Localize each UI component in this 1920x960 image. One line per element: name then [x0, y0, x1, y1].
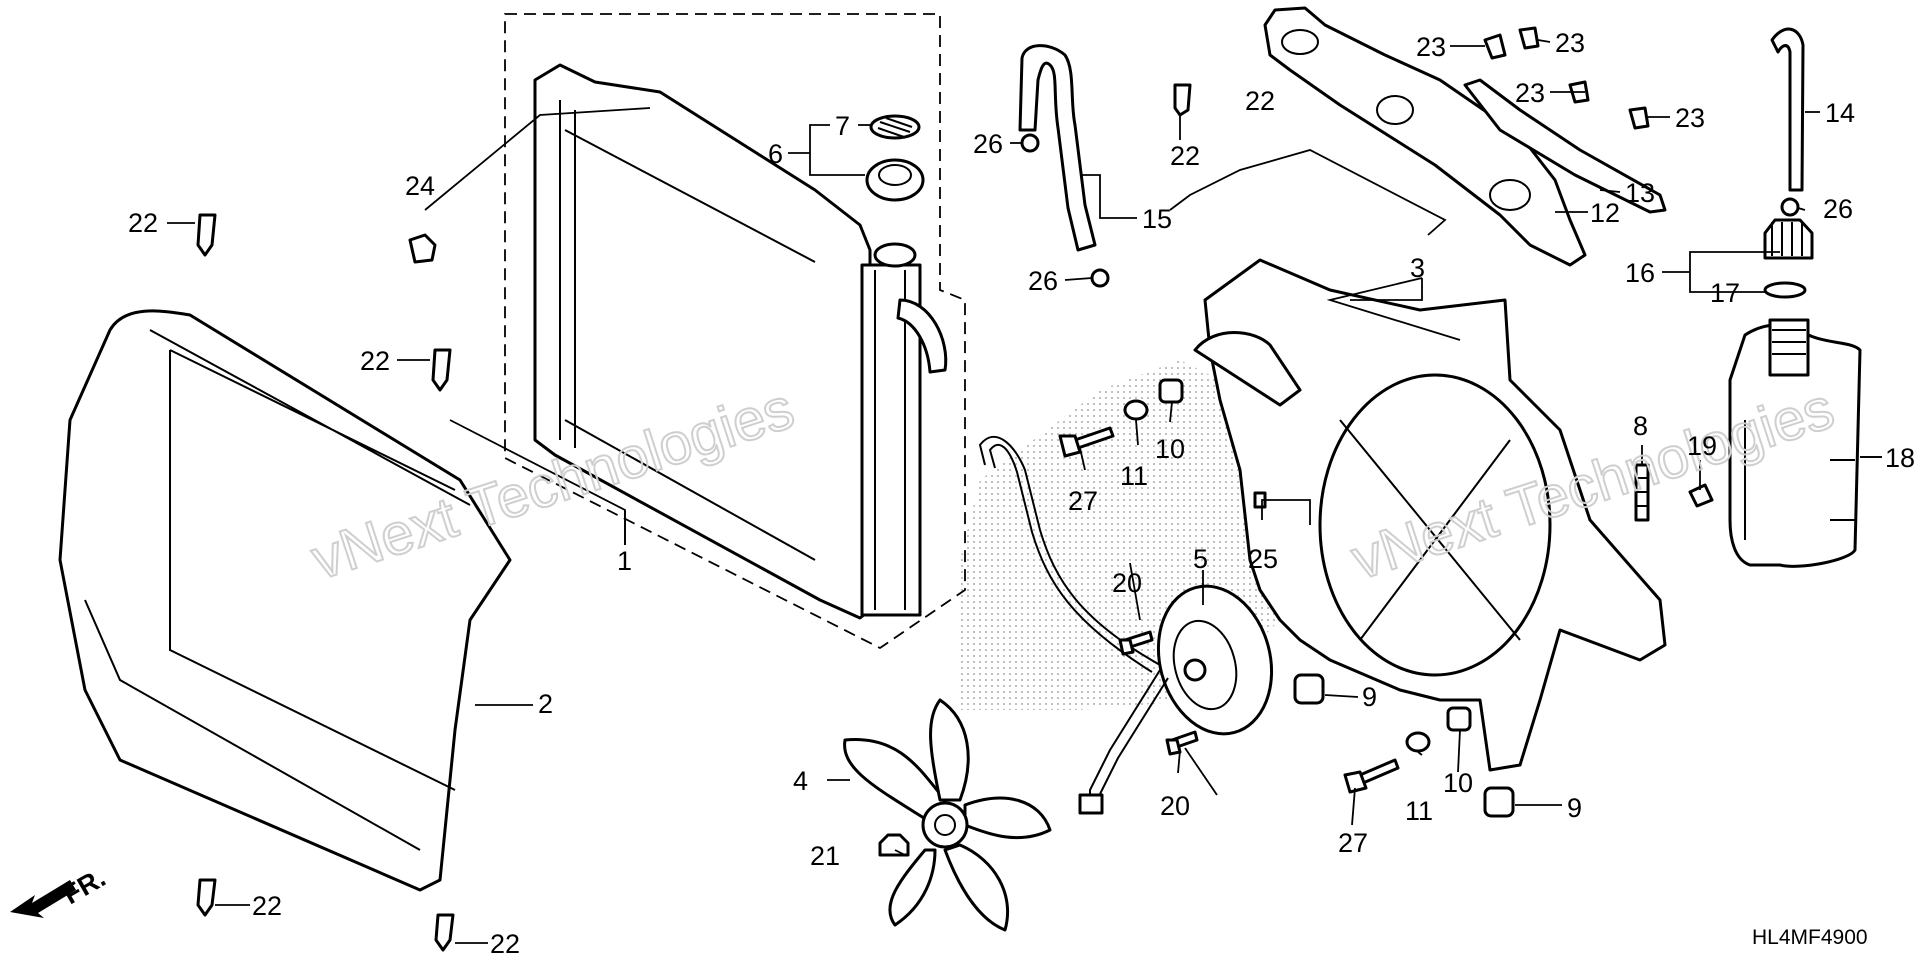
callout-21: 21: [810, 841, 840, 871]
reserve-tank-cap[interactable]: [1763, 218, 1814, 260]
front-label: FR.: [58, 862, 111, 910]
callout-23c: 23: [1515, 78, 1545, 108]
radiator-shroud[interactable]: [58, 309, 512, 892]
callout-22e: 22: [490, 929, 520, 959]
callout-1: 1: [617, 546, 632, 576]
callout-27b: 27: [1338, 828, 1368, 858]
small-fasteners: [196, 26, 1800, 952]
callout-6: 6: [768, 139, 783, 169]
radiator-guard[interactable]: [1263, 6, 1587, 267]
cap-gasket[interactable]: [869, 114, 921, 140]
callout-22f: 22: [1245, 86, 1275, 116]
callout-26b: 26: [1028, 266, 1058, 296]
callout-22c: 22: [1170, 141, 1200, 171]
leader-lines: [167, 39, 1882, 944]
callout-23b: 23: [1555, 28, 1585, 58]
callout-7: 7: [835, 111, 850, 141]
breather-tube[interactable]: [1018, 44, 1097, 252]
callout-22b: 22: [360, 346, 390, 376]
fan-motor-wire: [978, 436, 1161, 666]
callout-5: 5: [1193, 544, 1208, 574]
callout-11a: 11: [1120, 461, 1148, 491]
reserve-tank[interactable]: [1728, 318, 1862, 568]
callout-9b: 9: [1567, 793, 1582, 823]
callout-18: 18: [1885, 443, 1915, 473]
callout-labels: 1 2 3 4 5 6 7 8 9 9 10 10 11 11 12 13 14…: [128, 28, 1915, 959]
callout-10b: 10: [1443, 768, 1473, 798]
diagram-code: HL4MF4900: [1752, 926, 1868, 949]
callout-15: 15: [1142, 204, 1172, 234]
callout-26a: 26: [973, 129, 1003, 159]
callout-26c: 26: [1823, 194, 1853, 224]
front-arrow: FR.: [10, 862, 111, 918]
callout-23a: 23: [1416, 32, 1446, 62]
callout-4: 4: [793, 766, 808, 796]
callout-20a: 20: [1112, 568, 1142, 598]
callout-8: 8: [1633, 411, 1648, 441]
callout-3: 3: [1410, 253, 1425, 283]
fan-motor[interactable]: [1078, 573, 1288, 815]
callout-27a: 27: [1068, 486, 1098, 516]
callout-22a: 22: [128, 208, 158, 238]
radiator-bracket[interactable]: [1463, 78, 1667, 214]
radiator-assembly-outline: [504, 13, 966, 650]
callout-19: 19: [1687, 431, 1717, 461]
callout-22d: 22: [252, 891, 282, 921]
callout-16: 16: [1625, 258, 1655, 288]
callout-25: 25: [1248, 544, 1278, 574]
callout-12: 12: [1590, 198, 1620, 228]
overflow-tube[interactable]: [1770, 27, 1805, 192]
callout-17: 17: [1710, 278, 1740, 308]
radiator[interactable]: [533, 63, 948, 620]
callout-13: 13: [1625, 178, 1655, 208]
callout-23d: 23: [1675, 103, 1705, 133]
callout-24: 24: [405, 171, 435, 201]
tank-cap-gasket[interactable]: [1763, 281, 1807, 299]
callout-11b: 11: [1405, 796, 1433, 826]
callout-9a: 9: [1362, 682, 1377, 712]
callout-10a: 10: [1155, 434, 1185, 464]
cooling-fan[interactable]: [843, 698, 1052, 932]
radiator-cap[interactable]: [865, 158, 925, 202]
callout-20b: 20: [1160, 791, 1190, 821]
callout-14: 14: [1825, 98, 1855, 128]
fan-shroud[interactable]: [1193, 258, 1667, 772]
callout-2: 2: [538, 689, 553, 719]
